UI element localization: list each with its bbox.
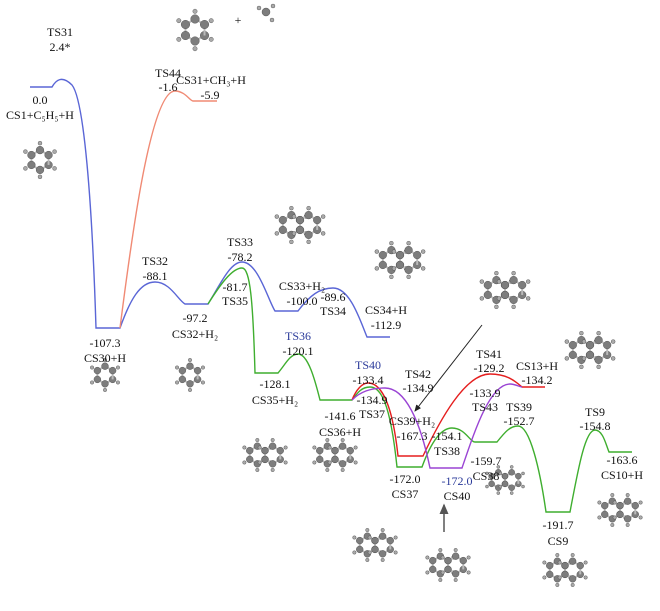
molecule-icon (597, 493, 643, 527)
ts40-label: TS40 (355, 358, 381, 372)
cs32-energy: -97.2 (183, 311, 208, 325)
ts42-label: TS42 (405, 367, 431, 381)
ts39-label: TS39 (506, 400, 532, 414)
cs36-label: CS36+H (319, 425, 361, 439)
pointer-arrow-cs39 (414, 324, 483, 412)
cs36-energy: -141.6 (325, 409, 356, 423)
ts36-label: TS36 (285, 329, 311, 343)
ts43-energy: -133.9 (470, 386, 501, 400)
cs13-label: CS13+H (516, 359, 558, 373)
ts33-label: TS33 (227, 235, 253, 249)
ts35-energy: -81.7 (223, 280, 248, 294)
cs37-label: CS37 (392, 487, 419, 501)
ts33-energy: -78.2 (228, 250, 253, 264)
pathway-blue (30, 78, 390, 338)
molecule-icon (485, 465, 525, 495)
cs33-label: CS33+H₂ (279, 279, 325, 293)
molecule-icon (542, 553, 588, 587)
cs38-energy: -159.7 (471, 454, 502, 468)
cs39-label: CS39+H₂ (389, 414, 435, 428)
cs34-label: CS34+H (365, 303, 407, 317)
molecule-icon (425, 548, 471, 582)
ts9-label: TS9 (585, 405, 605, 419)
cs10-label: CS10+H (601, 468, 643, 482)
ts44-energy: -1.6 (159, 80, 178, 94)
cs30-label: CS30+H (84, 351, 126, 365)
cs38-label: CS38 (473, 469, 500, 483)
molecule-structures (23, 3, 643, 587)
ts44-label: TS44 (155, 66, 181, 80)
ts37-energy: -134.9 (357, 393, 388, 407)
ts36-energy: -120.1 (283, 344, 314, 358)
ts42-energy: -134.9 (403, 381, 434, 395)
cs34-energy: -112.9 (371, 318, 402, 332)
molecule-icon (90, 358, 120, 392)
methyl-radical-icon (256, 3, 276, 23)
ts39-energy: -152.7 (504, 414, 535, 428)
molecule-icon (374, 240, 426, 280)
ts31-label: TS31 (47, 25, 73, 39)
ts41-label: TS41 (476, 347, 502, 361)
cs32-label: CS32+H₂ (172, 327, 218, 341)
cs1-label: CS1+C₅H₅+H (6, 108, 74, 122)
ts43-label: TS43 (472, 400, 498, 414)
ts41-energy: -129.2 (474, 361, 505, 375)
ts34-energy: -89.6 (321, 290, 346, 304)
molecule-icon (564, 330, 616, 370)
cs30-energy: -107.3 (90, 336, 121, 350)
ts38-energy: -154.1 (432, 429, 463, 443)
molecule-icon (23, 140, 57, 180)
cs10-energy: -163.6 (607, 453, 638, 467)
molecule-icon (242, 438, 288, 472)
cs33-energy: -100.0 (287, 294, 318, 308)
cs9-energy: -191.7 (543, 518, 574, 532)
cs40-label: CS40 (444, 489, 471, 503)
cs35-label: CS35+H₂ (252, 393, 298, 407)
cs1-energy: 0.0 (33, 93, 48, 107)
pathway-purple (351, 383, 523, 469)
cs40-energy: -172.0 (442, 474, 473, 488)
ts31-energy: 2.4* (50, 40, 71, 54)
cs31-label: CS31+CH₃+H (176, 73, 246, 87)
ts32-energy: -88.1 (143, 269, 168, 283)
ts35-label: TS35 (222, 294, 248, 308)
ts38-label: TS38 (434, 444, 460, 458)
molecule-icon (479, 270, 531, 310)
cs9-label: CS9 (548, 534, 569, 548)
cs35-energy: -128.1 (260, 377, 291, 391)
molecule-icon (352, 528, 398, 562)
cs37-energy: -172.0 (390, 472, 421, 486)
pathway-salmon (119, 90, 217, 329)
cs13-energy: -134.2 (522, 373, 553, 387)
molecule-icon (274, 205, 326, 245)
molecule-icon (175, 358, 205, 392)
pathway-green (207, 267, 632, 513)
molecule-icon (312, 438, 358, 472)
ts32-label: TS32 (142, 254, 168, 268)
ts37-label: TS37 (359, 407, 385, 421)
ts34-label: TS34 (320, 304, 346, 318)
plus-sign: + (235, 13, 242, 27)
pathway-red (351, 373, 545, 457)
ts40-energy: -133.4 (353, 373, 384, 387)
molecule-icon (176, 8, 214, 52)
ts9-energy: -154.8 (580, 419, 611, 433)
cs31-energy: -5.9 (201, 88, 220, 102)
cs39-energy: -167.3 (397, 429, 428, 443)
